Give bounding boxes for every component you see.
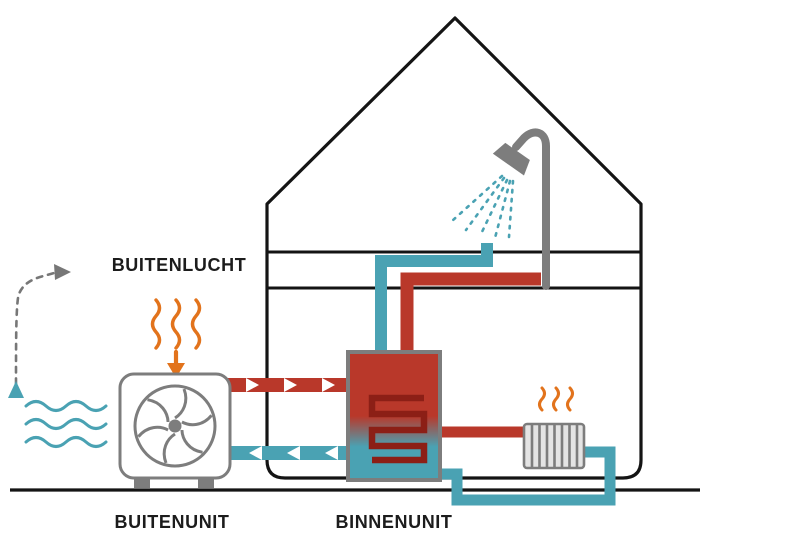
exhaust-arrow-icon [14, 264, 71, 386]
heat-exchanger-coil [368, 394, 428, 464]
outdoor-unit-label: BUITENUNIT [115, 512, 230, 532]
shower-supply-pipe-hot [400, 272, 541, 362]
fan-icon [133, 384, 217, 468]
radiator-return-pipe-cold [436, 446, 616, 506]
indoor-unit-label: BINNENUNIT [336, 512, 453, 532]
radiator-icon [522, 422, 586, 470]
outdoor-unit [118, 372, 232, 488]
outside-air-label: BUITENLUCHT [112, 255, 247, 275]
indoor-unit [346, 350, 442, 482]
unit-foot [134, 478, 150, 488]
unit-foot [198, 478, 214, 488]
flow-arrows-hot [246, 378, 335, 392]
shower-spray [450, 174, 515, 240]
airflow-waves-icon [8, 381, 108, 448]
down-arrow-icon [167, 363, 185, 378]
heat-arrows-icon [150, 298, 202, 378]
radiator-heat-icon [538, 386, 574, 412]
shower-head-icon [492, 142, 530, 176]
shower-icon [492, 128, 550, 290]
house-outline [265, 16, 643, 480]
flow-arrows-cold [249, 446, 338, 460]
shower-supply-pipe-cold [375, 243, 493, 362]
